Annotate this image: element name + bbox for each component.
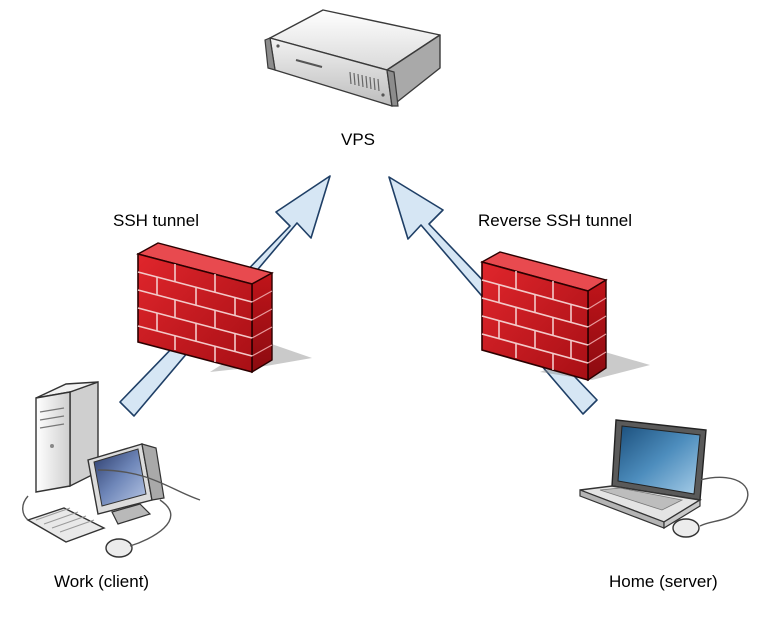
reverse-ssh-tunnel-label: Reverse SSH tunnel (478, 211, 633, 230)
laptop-icon (579, 419, 749, 538)
server-icon (264, 9, 441, 107)
firewall-icon (480, 251, 650, 382)
home-server-label: Home (server) (609, 572, 718, 591)
vps-label: VPS (341, 130, 376, 149)
firewall-icon (136, 242, 312, 374)
ssh-tunnel-label: SSH tunnel (113, 211, 199, 230)
work-client-label: Work (client) (54, 572, 150, 591)
desktop-computer-icon (22, 381, 201, 558)
